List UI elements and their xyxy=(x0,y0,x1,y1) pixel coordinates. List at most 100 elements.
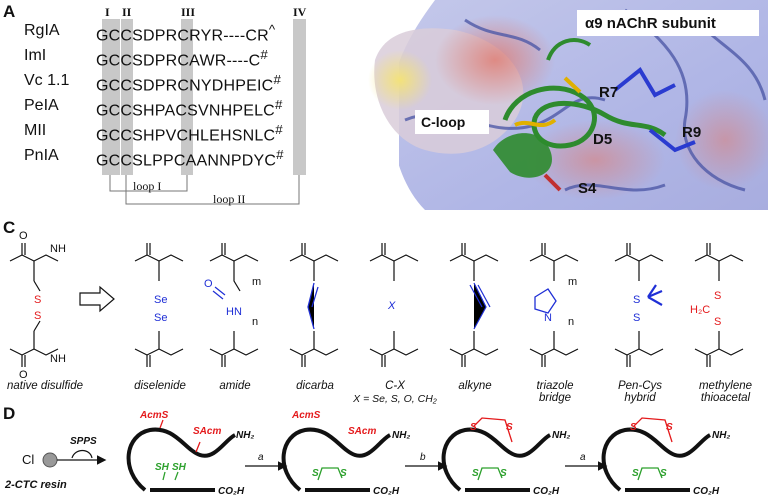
label-native-disulfide: native disulfide xyxy=(6,380,84,392)
sequence-text: GCCSDPRCNYDHPEIC xyxy=(96,77,274,95)
s-label: S xyxy=(500,468,507,479)
amide-structure xyxy=(209,243,259,367)
atom-se: Se xyxy=(154,294,167,306)
label-diselenide: diselenide xyxy=(134,380,186,392)
terminus-mark: # xyxy=(273,72,282,87)
thioacetal-structure xyxy=(694,243,744,367)
terminus-mark: # xyxy=(260,47,268,62)
atom-n: NH xyxy=(50,353,66,365)
index-n: n xyxy=(252,316,258,328)
atom-s: S xyxy=(714,316,721,328)
triazole-structure xyxy=(529,243,579,367)
peptide-sequence: GCCSHPACSVNHPELC# xyxy=(96,97,283,120)
peptide-one-bridge xyxy=(281,427,392,492)
open-arrow xyxy=(79,285,115,313)
atom-n: NH xyxy=(50,243,66,255)
pen-cys-structure xyxy=(614,243,664,367)
receptor-label: α9 nAChR subunit xyxy=(585,15,716,32)
chloride-label: Cl xyxy=(22,452,34,467)
loop-i-label: loop I xyxy=(133,179,162,193)
diselenide-structure xyxy=(134,243,184,367)
cys-highlight-iii xyxy=(181,19,193,175)
atom-s: S xyxy=(714,290,721,302)
peptide-name: ImI xyxy=(24,47,47,64)
sequence-text: GCCSDPRCRYR----CR xyxy=(96,27,269,45)
s-label: S xyxy=(630,422,637,433)
peptide-name: PnIA xyxy=(24,147,59,164)
index-m: m xyxy=(252,276,261,288)
panel-letter-a: A xyxy=(3,2,16,21)
peptide-sequence: GCCSHPVCHLEHSNLC# xyxy=(96,122,283,145)
cys-highlight-iv xyxy=(293,19,306,175)
sh-label: SH xyxy=(155,462,170,473)
disulfide-mimetics-scheme: O O NH NH S S Se Se O HN m n X xyxy=(9,230,744,381)
sequence-text: GCCSHPACSVNHPELC xyxy=(96,102,275,120)
peptide-sequence: GCCSDPRCAWR----C# xyxy=(96,47,268,70)
atom-s: S xyxy=(633,312,640,324)
label-c-x: C-X xyxy=(385,380,405,392)
step-label-a: a xyxy=(258,452,264,463)
peptide-name: RgIA xyxy=(24,22,60,39)
peptide-name: MII xyxy=(24,122,47,139)
cys-highlight-i xyxy=(102,19,120,175)
roman-i: I xyxy=(105,5,110,19)
residue-label-s4: S4 xyxy=(578,180,597,197)
panel-letter-d: D xyxy=(3,404,16,423)
residue-label-r7: R7 xyxy=(599,84,619,101)
s-label: S xyxy=(666,422,673,433)
loop-ii-label: loop II xyxy=(213,192,246,206)
co2h-label: CO₂H xyxy=(533,486,560,497)
sequence-alignment-panel: I II III IV RgIA ImI Vc 1.1 PeIA MII PnI… xyxy=(10,5,340,210)
atom-s: S xyxy=(34,310,41,322)
roman-iv: IV xyxy=(293,5,307,19)
atom-o: O xyxy=(19,369,28,381)
terminus-mark: # xyxy=(276,147,284,162)
terminus-mark: # xyxy=(274,97,283,112)
c-x-structure xyxy=(369,243,419,367)
step-label-a-second: a xyxy=(580,452,586,463)
peptide-sequence: GCCSDPRCRYR----CR^ xyxy=(96,22,275,45)
peptide-sequence: GCCSLPPCAANNPDYC# xyxy=(96,147,284,170)
peptide-two-bridge xyxy=(441,427,552,492)
sequence-text: GCCSDPRCAWR----C xyxy=(96,52,261,70)
sacm-label: SAcm xyxy=(348,426,376,437)
s-label: S xyxy=(506,422,513,433)
step-label-b: b xyxy=(420,452,426,463)
peptide-sequence: GCCSDPRCNYDHPEIC# xyxy=(96,72,281,95)
co2h-label: CO₂H xyxy=(218,486,245,497)
sacm-label: SAcm xyxy=(193,426,221,437)
peptide-final xyxy=(601,427,712,492)
nh2-label: NH₂ xyxy=(712,430,730,441)
alkyne-structure xyxy=(449,243,499,367)
label-alkyne: alkyne xyxy=(458,380,492,392)
terminus-mark: ^ xyxy=(268,22,276,37)
triazole-ring xyxy=(534,288,557,314)
resin-label: 2-CTC resin xyxy=(4,479,67,491)
sh-label: SH xyxy=(172,462,187,473)
label-pen-cys-hybrid: Pen-Cys hybrid xyxy=(617,380,663,404)
cycle-arrow-icon xyxy=(71,449,93,459)
s-label: S xyxy=(312,468,319,479)
receptor-structure-image xyxy=(365,0,768,210)
label-amide: amide xyxy=(219,380,251,392)
atom-x: X xyxy=(387,300,396,312)
roman-iii: III xyxy=(181,5,196,19)
loop-i-bracket xyxy=(109,175,188,192)
peptide-name: Vc 1.1 xyxy=(24,72,70,89)
resin-bead-icon xyxy=(42,452,58,468)
spps-label: SPPS xyxy=(70,436,97,447)
nh2-label: NH₂ xyxy=(552,430,570,441)
peptide-name: PeIA xyxy=(24,97,59,114)
atom-n: N xyxy=(544,312,552,324)
nh2-label: NH₂ xyxy=(392,430,410,441)
sequence-text: GCCSLPPCAANNPDYC xyxy=(96,152,277,170)
label-dicarba: dicarba xyxy=(296,380,334,392)
atom-ch2: H₂C xyxy=(690,304,710,316)
atom-s: S xyxy=(633,294,640,306)
terminus-mark: # xyxy=(275,122,283,137)
cys-highlight-ii xyxy=(121,19,133,175)
c-loop-label: C-loop xyxy=(421,114,466,130)
atom-o: O xyxy=(204,278,213,290)
co2h-label: CO₂H xyxy=(373,486,400,497)
index-n: n xyxy=(568,316,574,328)
